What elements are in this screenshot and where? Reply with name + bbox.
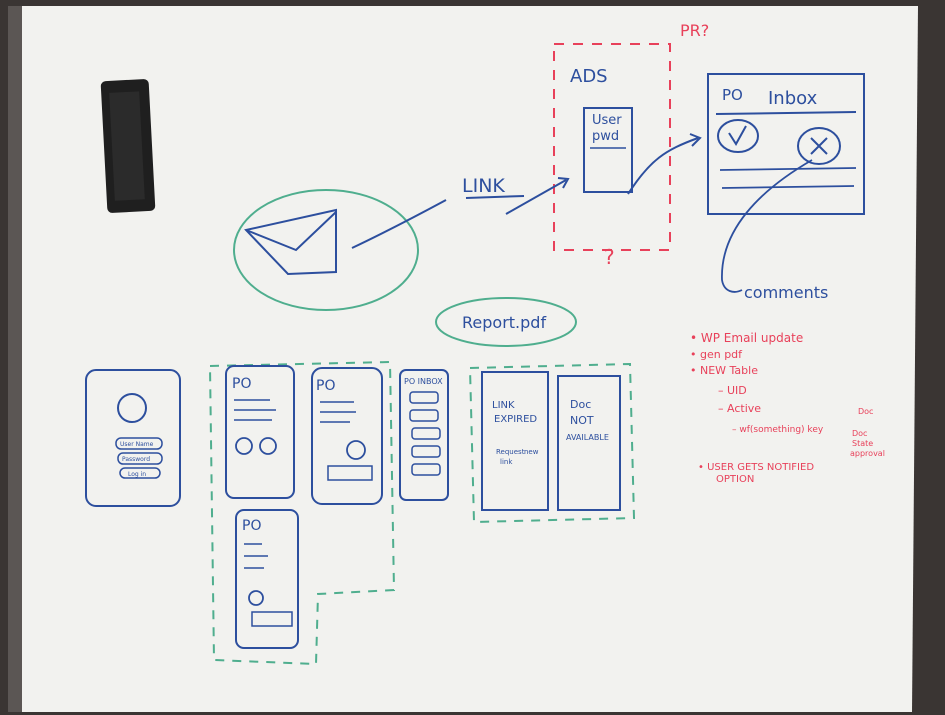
note-3: • NEW Table xyxy=(690,364,758,377)
note-1: • WP Email update xyxy=(690,331,803,345)
po-card-c-label: PO xyxy=(242,518,261,534)
error-cards-group xyxy=(468,362,636,524)
ads-to-inbox-arrow xyxy=(627,137,699,195)
approve-circle xyxy=(717,119,759,153)
po-card-c: PO xyxy=(235,509,299,649)
report-label: Report.pdf xyxy=(462,313,546,332)
login-password: Password xyxy=(122,456,150,463)
email-bubble xyxy=(233,189,447,311)
po-card-b: PO xyxy=(311,367,383,505)
link-label: LINK xyxy=(462,175,505,197)
link-expired-4: new xyxy=(524,448,539,456)
link-expired-3: Request xyxy=(496,448,525,456)
user-pwd-card xyxy=(583,107,633,193)
login-username: User Name xyxy=(120,441,154,448)
ads-box: ADS User pwd ? xyxy=(553,43,671,269)
doc-na-1: Doc xyxy=(570,398,591,411)
side-note-3: State xyxy=(852,439,873,448)
red-notes: • WP Email update • gen pdf • NEW Table … xyxy=(690,331,885,485)
comments-line xyxy=(721,159,813,293)
po-inbox-inbox: Inbox xyxy=(768,88,818,109)
link-expired-1: LINK xyxy=(492,400,515,411)
user-pwd-label-1: User xyxy=(592,113,622,128)
po-card-a-label: PO xyxy=(232,376,251,392)
side-note-1: Doc xyxy=(858,407,873,416)
doc-na-3: AVAILABLE xyxy=(566,433,609,442)
po-card-b-label: PO xyxy=(316,378,335,394)
link-arrow xyxy=(505,179,567,215)
ads-question: ? xyxy=(604,245,615,269)
ads-label: ADS xyxy=(570,66,608,87)
login-button: Log in xyxy=(128,471,146,478)
report-oval xyxy=(435,297,577,347)
link-expired-card: LINK EXPIRED Request new link xyxy=(481,371,549,511)
po-cards-group xyxy=(208,360,396,666)
eraser xyxy=(100,79,156,213)
note-7: • USER GETS NOTIFIED xyxy=(698,462,814,473)
po-card-a: PO xyxy=(225,365,295,499)
reject-circle xyxy=(797,127,841,165)
pr-note: PR? xyxy=(680,21,709,40)
login-sketch: User Name Password Log in xyxy=(85,369,181,507)
note-6: – wf(something) key xyxy=(732,425,824,435)
note-4: – UID xyxy=(718,384,747,397)
po-inbox-po: PO xyxy=(722,86,743,104)
po-inbox-sketch: PO Inbox xyxy=(707,73,865,215)
whiteboard-surface xyxy=(12,6,918,712)
po-inbox-small-label: PO INBOX xyxy=(404,377,443,386)
doc-na-2: NOT xyxy=(570,414,594,427)
side-note-2: Doc xyxy=(852,429,867,438)
user-pwd-label-2: pwd xyxy=(592,129,619,144)
doc-not-available-card: Doc NOT AVAILABLE xyxy=(557,375,621,511)
link-expired-2: EXPIRED xyxy=(494,414,537,425)
comments-label: comments xyxy=(744,283,828,302)
note-5: – Active xyxy=(718,402,761,415)
link-expired-5: link xyxy=(500,458,513,466)
side-note-4: approval xyxy=(850,449,885,458)
board-left-edge xyxy=(8,6,22,712)
note-8: OPTION xyxy=(716,474,754,485)
po-inbox-small: PO INBOX xyxy=(399,369,449,501)
note-2: • gen pdf xyxy=(690,348,743,361)
